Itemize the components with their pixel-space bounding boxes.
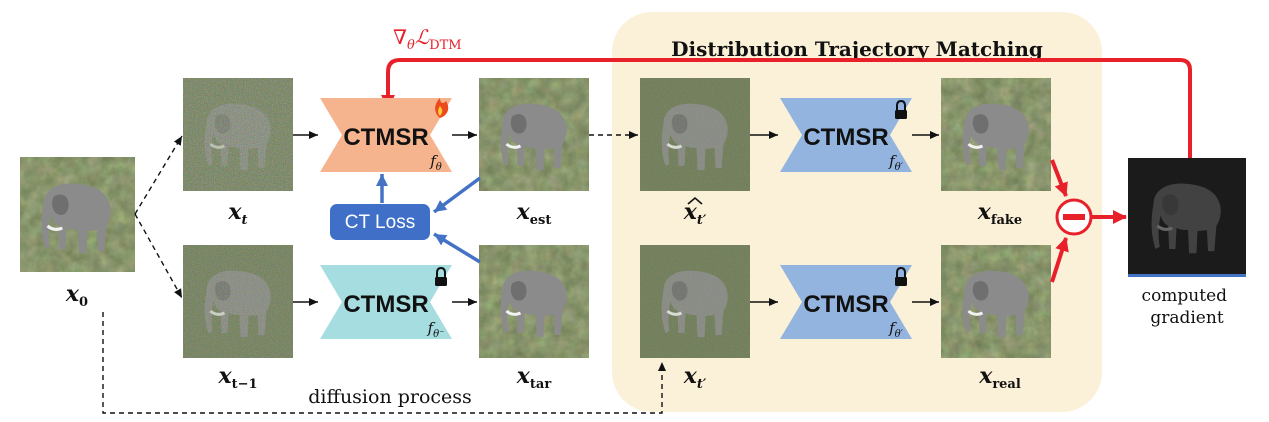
minus-operator [1055, 198, 1093, 236]
network-trainable: CTMSR fθ [320, 98, 452, 173]
label-xt-minus-1: xt−1 [217, 363, 257, 392]
svg-text:CTMSR: CTMSR [343, 291, 428, 318]
arrow-xtar-to-ctloss [433, 232, 481, 264]
dtm-panel-title: Distribution Trajectory Matching [671, 37, 1043, 61]
label-xt: xt [227, 199, 247, 228]
computed-gradient-caption: computed gradient [1142, 286, 1233, 328]
label-x-est: xest [516, 199, 552, 228]
image-x0 [20, 157, 135, 272]
image-xt [183, 78, 293, 191]
image-computed-gradient [1128, 158, 1246, 277]
image-x-tprime [640, 245, 750, 358]
lock-icon [435, 266, 447, 286]
network-dtm-real: CTMSR fθ′ [780, 265, 912, 340]
arrow-diffusion-process [102, 312, 666, 414]
diffusion-process-label: diffusion process [308, 386, 472, 408]
gradient-label: ∇θℒDTM [393, 25, 462, 53]
svg-text:CTMSR: CTMSR [343, 124, 428, 151]
ct-loss-box: CT Loss [330, 204, 430, 240]
arrow-xfake-to-minus [1050, 159, 1068, 197]
svg-text:fθ′: fθ′ [888, 319, 904, 340]
network-dtm-fake: CTMSR fθ′ [780, 98, 912, 173]
fire-icon [435, 98, 449, 118]
label-x-real: xreal [978, 363, 1021, 392]
svg-text:CTMSR: CTMSR [803, 124, 888, 151]
svg-text:fθ′: fθ′ [888, 152, 904, 173]
svg-text:xt′: xt′ [683, 199, 707, 228]
image-x-fake [941, 78, 1051, 191]
lock-icon [895, 99, 907, 119]
svg-text:CTMSR: CTMSR [803, 291, 888, 318]
label-xhat-tprime: xt′ [683, 196, 707, 228]
image-x-est [479, 78, 589, 191]
gradient-path [381, 58, 1192, 160]
arrow-x0-to-xt-minus-1 [134, 213, 183, 299]
image-xt-minus-1 [183, 245, 293, 358]
arrow-x0-to-xt [134, 135, 183, 215]
label-x-tar: xtar [516, 363, 552, 392]
label-x-fake: xfake [977, 199, 1022, 228]
lock-icon [895, 266, 907, 286]
image-x-tar [479, 245, 589, 358]
label-x-tprime: xt′ [683, 363, 707, 392]
arrow-xreal-to-minus [1050, 237, 1069, 283]
arrow-xest-to-ctloss [432, 176, 482, 214]
svg-text:fθ⁻: fθ⁻ [427, 319, 445, 340]
label-x0: x0 [65, 281, 88, 310]
image-x-real [941, 245, 1051, 358]
network-frozen-target: CTMSR fθ⁻ [320, 265, 452, 340]
svg-text:CT Loss: CT Loss [345, 212, 415, 233]
svg-text:fθ: fθ [429, 152, 442, 173]
image-xhat-tprime [640, 78, 750, 191]
